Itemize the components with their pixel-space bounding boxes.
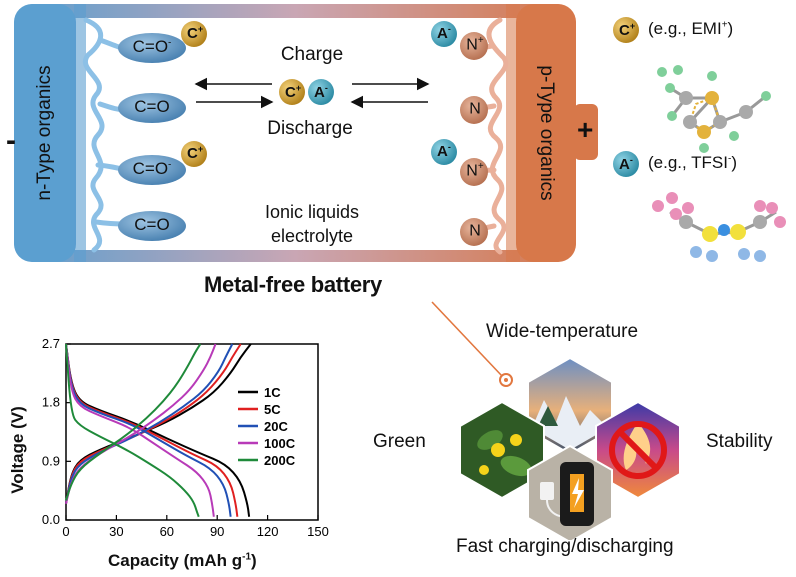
legend-label: 1C <box>264 385 281 400</box>
x-tick-label: 60 <box>160 524 174 539</box>
x-axis-label: Capacity (mAh g-1) <box>108 551 257 570</box>
carbonyl-group-pill <box>118 155 186 185</box>
legend-anion-letter: A- <box>619 155 633 173</box>
y-tick-label: 0.9 <box>42 453 60 468</box>
legend-label: 20C <box>264 419 288 434</box>
x-tick-label: 0 <box>62 524 69 539</box>
series-200C-discharge-line <box>65 343 200 518</box>
plot-frame <box>65 343 319 521</box>
wide-temperature-image-icon <box>527 356 613 456</box>
feature-hexagons <box>459 356 681 540</box>
x-tick-label: 120 <box>257 524 279 539</box>
nitrogen-group-circle <box>460 32 488 60</box>
carbonyl-group-label: C=O- <box>132 37 172 56</box>
carbonyl-group-label: C=O- <box>132 159 172 178</box>
x-tick-label: 30 <box>109 524 123 539</box>
charge-label: Charge <box>280 44 344 65</box>
carbonyl-group-pill <box>118 33 186 63</box>
battery-diagram <box>14 4 598 262</box>
legend-label: 5C <box>264 402 281 417</box>
green-plant-image-icon <box>459 400 545 500</box>
bound-anion-letter: A- <box>437 142 451 160</box>
x-tick-label: 90 <box>210 524 224 539</box>
anion-example: (e.g., TFSI-) <box>648 153 738 172</box>
series-5C-charge-line <box>65 343 242 504</box>
nitrogen-group-circle <box>460 96 488 124</box>
p-type-label: p-Type organics <box>536 65 557 201</box>
emi-molecule-icon <box>657 65 771 153</box>
bound-anion-icon <box>431 139 457 165</box>
discharge-label: Discharge <box>267 118 353 139</box>
bound-cation-letter: C+ <box>187 144 204 162</box>
series-20C-charge-line <box>65 343 234 504</box>
center-anion-letter: A- <box>314 83 328 101</box>
legend-cation-letter: C+ <box>619 21 636 39</box>
x-tick-label: 150 <box>307 524 329 539</box>
carbonyl-group-pill <box>118 211 186 241</box>
legend-label: 200C <box>264 453 296 468</box>
title-connector <box>196 300 513 387</box>
carbonyl-group-pill <box>118 93 186 123</box>
carbonyl-group-label: C=O <box>134 97 170 116</box>
fast-charging-label: Fast charging/discharging <box>456 536 674 557</box>
cation-example: (e.g., EMI+) <box>648 19 734 38</box>
center-anion-icon <box>308 79 334 105</box>
negative-electrode <box>14 4 76 262</box>
tfsi-molecule-icon <box>652 192 786 262</box>
connector-line <box>431 301 503 377</box>
nitrogen-group-label: N <box>469 222 481 240</box>
bound-anion-letter: A- <box>437 24 451 42</box>
nitrogen-group-circle <box>460 218 488 246</box>
green-label: Green <box>373 431 426 452</box>
bound-cation-icon <box>181 141 207 167</box>
nitrogen-group-label: N <box>469 100 481 118</box>
positive-electrode <box>516 4 576 262</box>
ion-legend <box>613 17 786 262</box>
electrolyte-line2: electrolyte <box>270 226 354 246</box>
wide-temperature-label: Wide-temperature <box>486 321 639 342</box>
negative-sign: - <box>6 124 16 157</box>
y-axis-label: Voltage (V) <box>8 406 27 494</box>
bound-cation-letter: C+ <box>187 24 204 42</box>
positive-terminal <box>574 104 598 160</box>
main-title: Metal-free battery <box>204 272 382 297</box>
bound-cation-icon <box>181 21 207 47</box>
y-tick-label: 0.0 <box>42 512 60 527</box>
center-cation-icon <box>279 79 305 105</box>
y-tick-label: 2.7 <box>42 336 60 351</box>
nitrogen-group-label: N+ <box>466 35 484 54</box>
stability-label: Stability <box>706 431 773 452</box>
series-100C-discharge-line <box>65 343 215 517</box>
series-20C-discharge-line <box>65 343 232 517</box>
center-cation-letter: C+ <box>285 83 302 101</box>
connector-target-icon <box>499 373 513 387</box>
electrolyte-line1: Ionic liquids <box>264 202 360 222</box>
y-tick-label: 1.8 <box>42 395 60 410</box>
no-fire-image-icon <box>595 400 681 500</box>
nitrogen-group-label: N+ <box>466 161 484 180</box>
n-type-label: n-Type organics <box>34 65 55 201</box>
nitrogen-group-circle <box>460 158 488 186</box>
legend-cation-icon <box>613 17 639 43</box>
voltage-capacity-chart: 0 30 60 90 120 150 0.0 0.9 1.8 2.7 1C 5C 20C 100C 200C <box>42 336 329 539</box>
legend-anion-icon <box>613 151 639 177</box>
series-1C-discharge-line <box>65 343 251 517</box>
fast-charging-image-icon <box>527 444 613 540</box>
carbonyl-group-label: C=O <box>134 215 170 234</box>
legend-label: 100C <box>264 436 296 451</box>
positive-sign: + <box>577 114 594 145</box>
series-200C-charge-line <box>65 343 202 501</box>
bound-anion-icon <box>431 21 457 47</box>
